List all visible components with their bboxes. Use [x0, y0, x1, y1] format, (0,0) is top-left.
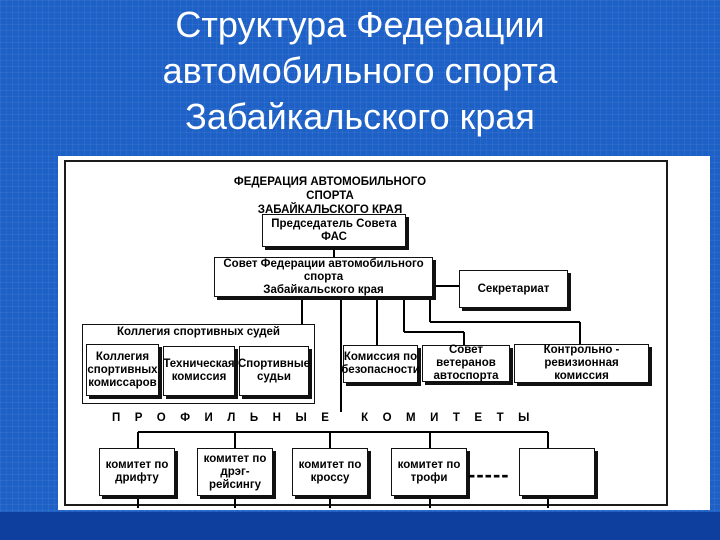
slide-bottom-band — [0, 512, 720, 540]
committee-drag-box: комитет по дрэг-рейсингу — [197, 448, 273, 496]
secretariat-box: Секретариат — [459, 270, 568, 308]
committee-cross-line-2: кроссу — [310, 472, 350, 484]
audit-commission-line-1: Контрольно - ревизионная — [543, 344, 620, 369]
judges-item-commissars: Коллегия спортивных комиссаров — [86, 344, 159, 396]
judges-item-sport-judges-line-1: Спортивные — [237, 358, 311, 370]
committee-cross-line-1: комитет по — [298, 459, 362, 471]
committee-trophy-line-1: комитет по — [397, 459, 461, 471]
veterans-council-box: Совет ветеранов автоспорта — [422, 344, 510, 382]
committee-drag-line-1: комитет по — [203, 452, 267, 465]
council-label-line-1: Совет Федерации автомобильного спорта — [223, 257, 424, 283]
chairman-box: Председатель Совета ФАС — [262, 214, 406, 247]
committee-trophy-line-2: трофи — [410, 472, 448, 484]
committee-drift-line-2: дрифту — [115, 472, 159, 484]
safety-commission-line-2: безопасности — [341, 364, 420, 376]
chart-heading: ФЕДЕРАЦИЯ АВТОМОБИЛЬНОГО СПОРТА ЗАБАЙКАЛ… — [210, 175, 450, 217]
committee-cross-box: комитет по кроссу — [292, 448, 368, 496]
judges-board-label: Коллегия спортивных судей — [116, 326, 281, 338]
judges-item-technical-line-2: комиссия — [171, 371, 227, 383]
safety-commission-box: Комиссия по безопасности — [341, 345, 420, 383]
judges-item-commissars-line-3: комиссаров — [88, 376, 157, 389]
more-committees-marker: ----- — [468, 462, 510, 487]
council-label-line-2: Забайкальского края — [263, 283, 384, 296]
veterans-council-line-2: автоспорта — [433, 370, 499, 382]
org-chart-frame — [64, 160, 668, 506]
slide-title-line-3: Забайкальского края — [185, 96, 535, 137]
judges-item-commissars-line-2: спортивных — [87, 363, 158, 376]
judges-item-sport-judges: Спортивные судьи — [237, 346, 311, 396]
judges-item-technical: Техническая комиссия — [163, 346, 235, 396]
committee-drift-box: комитет по дрифту — [99, 448, 175, 496]
judges-item-technical-line-1: Техническая — [163, 358, 235, 370]
chart-heading-line-1: ФЕДЕРАЦИЯ АВТОМОБИЛЬНОГО СПОРТА — [233, 176, 427, 202]
committee-trophy-box: комитет по трофи — [391, 448, 467, 496]
safety-commission-line-1: Комиссия по — [343, 351, 418, 363]
committee-blank-box — [519, 448, 595, 496]
slide-title-line-2: автомобильного спорта — [162, 50, 558, 91]
committee-drift-line-1: комитет по — [105, 459, 169, 471]
judges-item-sport-judges-line-2: судьи — [257, 371, 291, 383]
slide-title-line-1: Структура Федерации — [175, 4, 545, 45]
audit-commission-line-2: комиссия — [554, 370, 609, 382]
chairman-label: Председатель Совета ФАС — [271, 217, 397, 243]
chart-heading-line-2: ЗАБАЙКАЛЬСКОГО КРАЯ — [257, 204, 403, 216]
profile-committees-label: ПРОФИЛЬНЫЕ КОМИТЕТЫ — [112, 412, 544, 424]
judges-item-commissars-line-1: Коллегия — [95, 350, 150, 363]
committee-drag-line-2: дрэг-рейсингу — [208, 465, 262, 491]
veterans-council-line-1: Совет ветеранов — [436, 344, 496, 369]
slide-title: Структура Федерации автомобильного спорт… — [0, 2, 720, 140]
council-box: Совет Федерации автомобильного спорта За… — [214, 257, 433, 297]
audit-commission-box: Контрольно - ревизионная комиссия — [514, 344, 649, 383]
secretariat-label: Секретариат — [477, 282, 550, 295]
